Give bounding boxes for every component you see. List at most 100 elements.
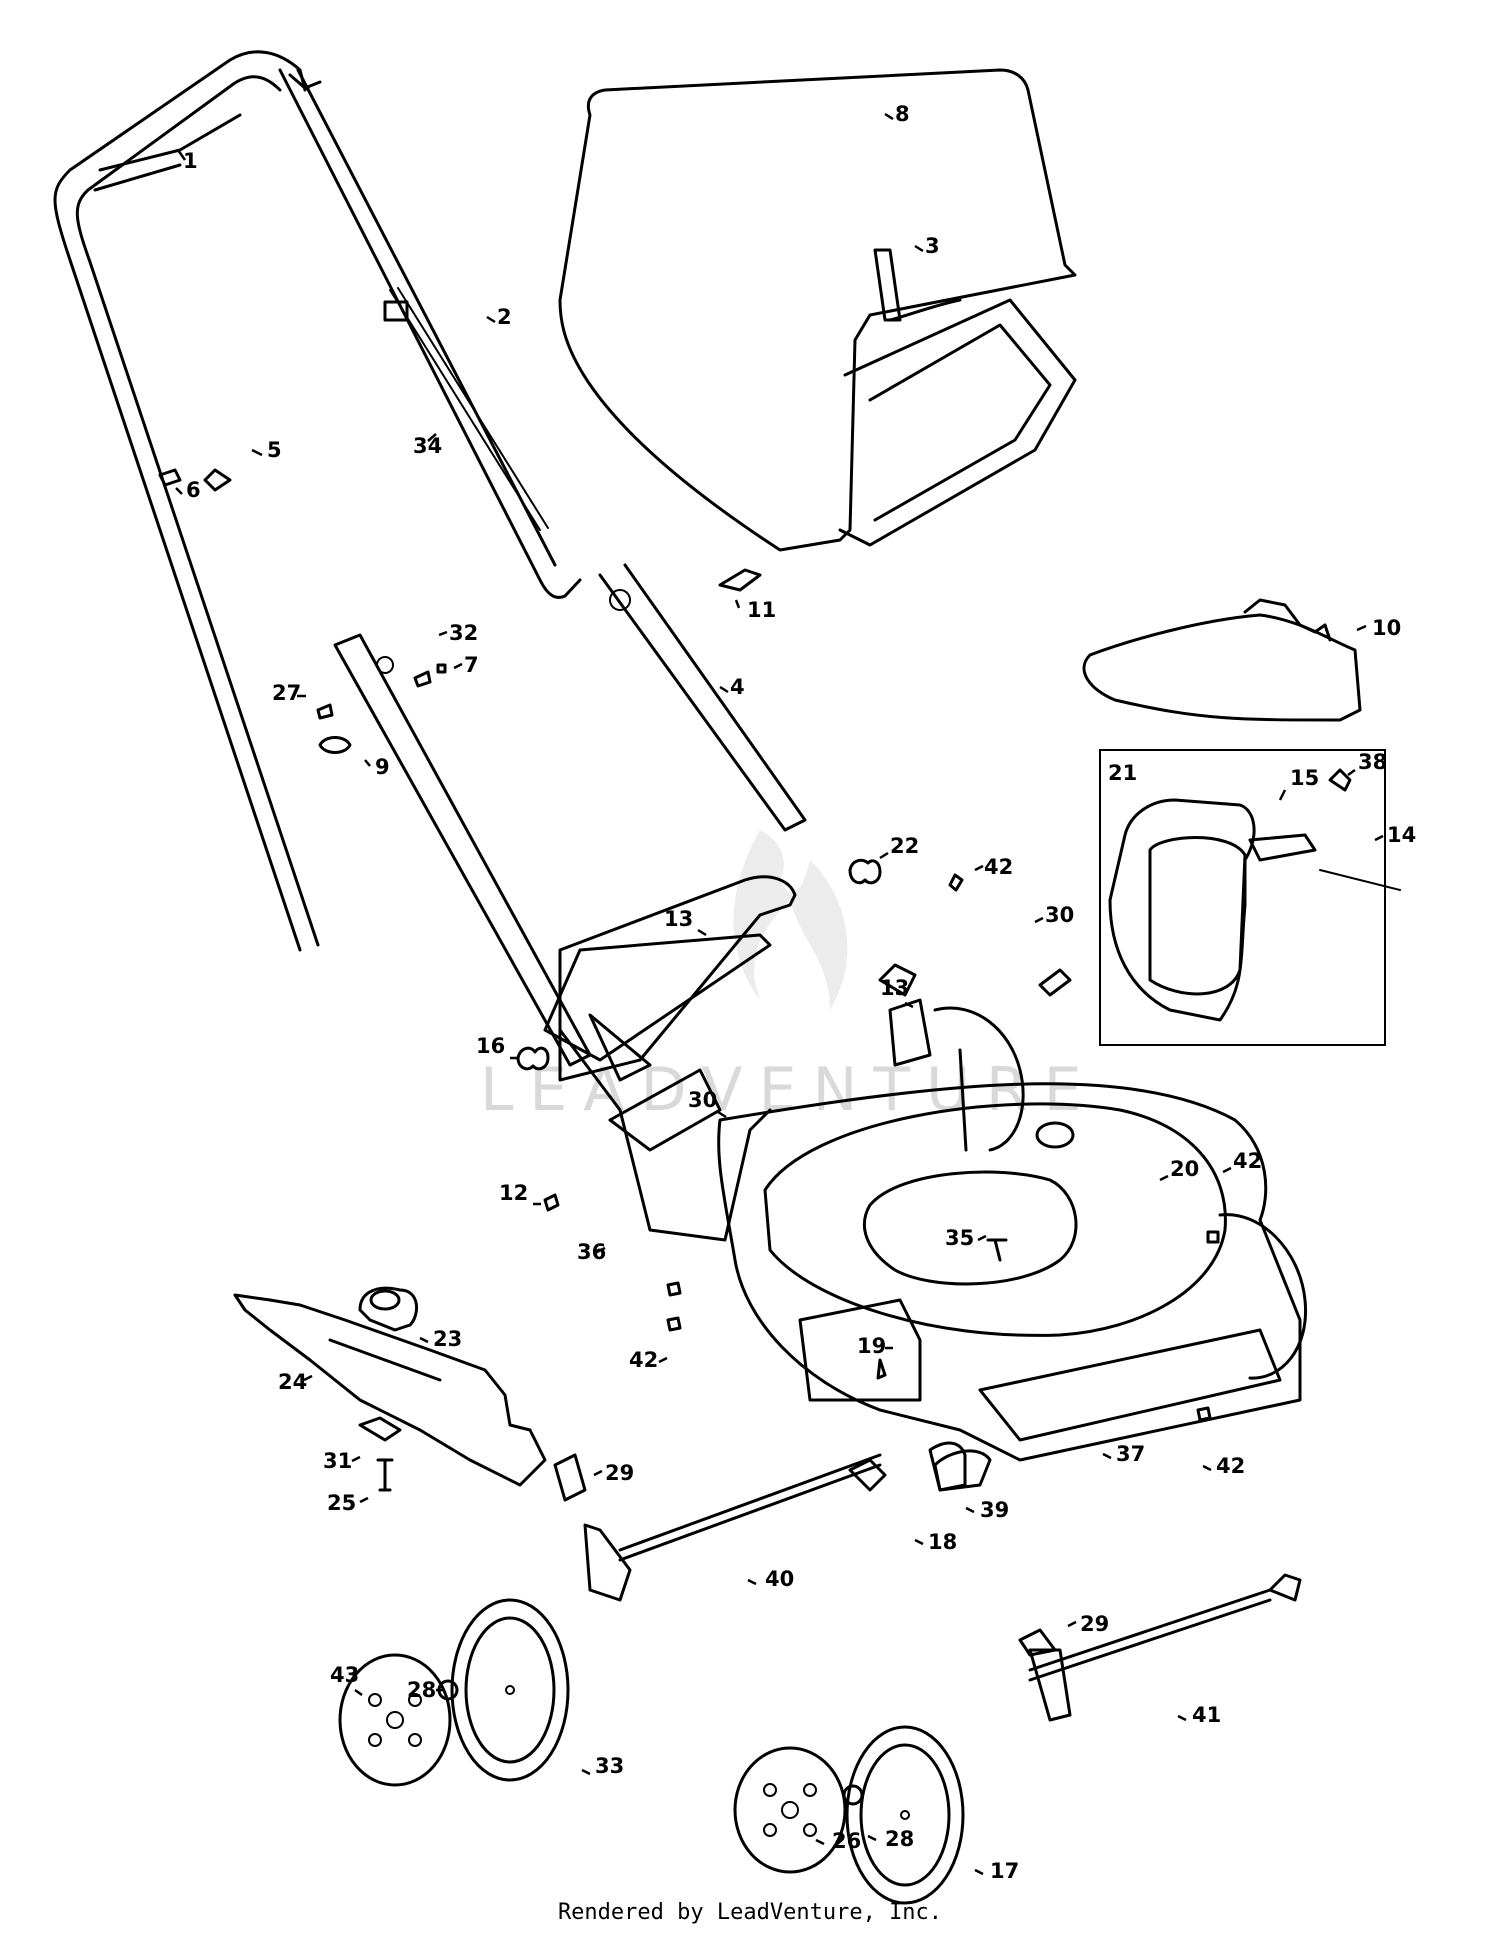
callout-number: 17	[990, 1859, 1019, 1883]
callout-leader	[359, 1496, 369, 1504]
footer-credit: Rendered by LeadVenture, Inc.	[557, 1900, 943, 1925]
callout-number: 20	[1170, 1157, 1199, 1181]
callout-leader	[354, 1688, 363, 1697]
inset-label: 21	[1108, 761, 1137, 785]
callout-8: 8	[884, 102, 910, 126]
wheel-rear	[845, 1725, 965, 1905]
callout-26: 26	[815, 1829, 861, 1853]
callout-number: 35	[945, 1226, 974, 1250]
lower-handle	[333, 563, 807, 1067]
callout-leader	[581, 1768, 591, 1776]
callout-number: 1	[183, 149, 198, 173]
callout-number: 42	[984, 855, 1013, 879]
mower-deck	[717, 1082, 1302, 1462]
callout-13: 13	[664, 907, 707, 937]
callout-leader	[427, 433, 437, 442]
callout-11: 11	[734, 598, 776, 622]
callout-leader	[697, 928, 707, 937]
callout-22: 22	[879, 834, 919, 860]
callout-number: 38	[1358, 750, 1387, 774]
callout-38: 38	[1347, 750, 1387, 777]
callout-30: 30	[1034, 903, 1074, 927]
height-adjuster	[933, 1449, 992, 1492]
callout-37: 37	[1102, 1442, 1145, 1466]
callout-1: 1	[176, 149, 198, 173]
callout-36: 36	[577, 1240, 606, 1264]
upper-handle	[53, 50, 582, 952]
spring-22	[848, 858, 882, 885]
callout-25: 25	[327, 1491, 369, 1515]
callout-6: 6	[175, 478, 201, 502]
callout-number: 36	[577, 1240, 606, 1264]
callout-number: 26	[832, 1829, 861, 1853]
callout-3: 3	[914, 234, 940, 258]
callout-number: 10	[1372, 616, 1401, 640]
callout-number: 9	[375, 755, 390, 779]
callout-number: 19	[857, 1334, 886, 1358]
callout-leader	[977, 1234, 987, 1242]
watermark-text: LEADVENTURE	[480, 1055, 1098, 1125]
callout-leader	[717, 1110, 727, 1119]
callout-12: 12	[499, 1181, 541, 1206]
callout-number: 24	[278, 1370, 307, 1394]
callout-number: 12	[499, 1181, 528, 1205]
nut-28	[437, 1679, 864, 1806]
callout-leader	[867, 1834, 877, 1842]
callout-leader	[1356, 624, 1367, 632]
callout-29: 29	[593, 1461, 634, 1485]
rear-flap	[1082, 598, 1362, 722]
callout-39: 39	[965, 1498, 1009, 1522]
callout-18: 18	[914, 1530, 957, 1554]
callout-10: 10	[1356, 616, 1401, 640]
callout-leader	[965, 1506, 975, 1514]
callout-leader	[1278, 789, 1287, 801]
callout-40: 40	[747, 1567, 794, 1591]
callout-leader	[351, 1455, 361, 1463]
callout-leader	[1374, 834, 1384, 842]
callout-number: 42	[1216, 1454, 1245, 1478]
callout-20: 20	[1159, 1157, 1199, 1182]
callout-leader	[747, 1578, 757, 1586]
callout-leader	[251, 448, 263, 457]
callout-number: 6	[186, 478, 201, 502]
callout-leader	[719, 685, 729, 694]
wheel-front	[450, 1598, 570, 1782]
callout-number: 5	[267, 438, 282, 462]
spring-16	[516, 1046, 550, 1071]
callout-leader	[914, 1538, 924, 1546]
callout-leader	[879, 851, 889, 860]
callout-leader	[734, 599, 741, 609]
callout-leader	[364, 759, 371, 767]
callout-number: 34	[413, 434, 442, 458]
callout-number: 37	[1116, 1442, 1145, 1466]
callout-leader	[486, 315, 496, 324]
callout-leader	[1347, 768, 1356, 777]
callout-number: 41	[1192, 1703, 1221, 1727]
callout-5: 5	[251, 438, 282, 462]
callout-number: 11	[747, 598, 776, 622]
grass-bag	[558, 68, 1077, 552]
callout-number: 8	[895, 102, 910, 126]
callout-leader	[1102, 1452, 1112, 1460]
callout-leader	[974, 1868, 984, 1876]
callout-number: 3	[925, 234, 940, 258]
callout-9: 9	[364, 755, 390, 779]
mulch-door-assembly	[543, 933, 932, 1082]
callout-number: 29	[605, 1461, 634, 1485]
callout-14: 14	[1374, 823, 1416, 847]
callout-number: 42	[629, 1348, 658, 1372]
callout-number: 22	[890, 834, 919, 858]
callout-number: 7	[464, 653, 479, 677]
callout-30: 30	[688, 1088, 727, 1119]
rear-wheels	[933, 1006, 1308, 1380]
callout-32: 32	[438, 621, 478, 645]
callout-28: 28	[407, 1678, 444, 1702]
callout-number: 32	[449, 621, 478, 645]
callout-31: 31	[323, 1449, 361, 1473]
callout-leader	[658, 1356, 668, 1364]
callout-4: 4	[719, 675, 745, 699]
callout-leader	[593, 1469, 603, 1477]
callout-42: 42	[1222, 1149, 1262, 1174]
